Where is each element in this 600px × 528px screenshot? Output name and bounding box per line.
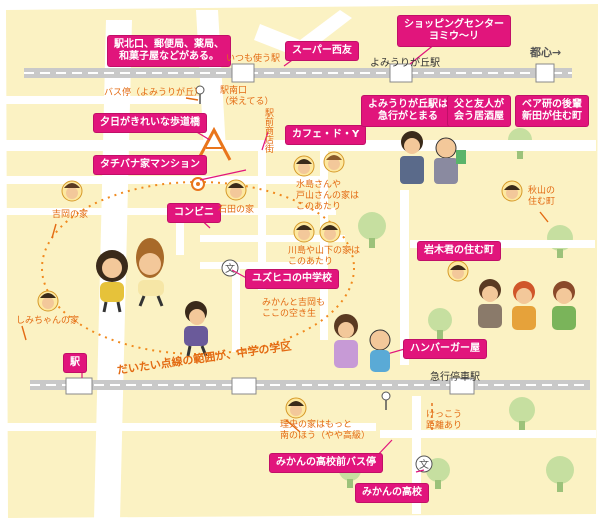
label-beyaken: ベア研の後輩 新田が住む町	[516, 96, 588, 126]
road	[258, 150, 266, 290]
note-bus-stop-yomiuri: バス停（よみうりが丘）	[104, 88, 204, 98]
train-track-icon	[24, 63, 590, 395]
station-building	[449, 377, 475, 395]
label-tachibana-mansion: タチバナ家マンション	[94, 156, 206, 174]
label-station: 駅	[64, 354, 86, 372]
tree-icon	[358, 212, 386, 240]
place-toshin: 都心→	[530, 46, 562, 59]
note-ishida-house: 石田の家	[218, 205, 255, 215]
svg-text:文: 文	[419, 458, 429, 471]
character-icon	[96, 250, 128, 313]
place-yomiuri-station: よみうりが丘駅	[370, 58, 440, 69]
note-shimachan-house: しみちゃんの家	[16, 316, 80, 326]
label-shopping-center: ショッピングセンター ヨミウ〜リ	[398, 16, 510, 46]
note-arrows	[21, 97, 549, 433]
tree-icon	[428, 308, 452, 332]
character-icon	[319, 221, 341, 243]
character-icon	[37, 290, 59, 312]
road	[380, 430, 596, 438]
road	[412, 396, 421, 514]
character-icon	[447, 260, 469, 282]
road	[200, 235, 345, 242]
road	[6, 140, 596, 151]
road	[320, 150, 328, 340]
character-icon	[434, 137, 466, 184]
road	[6, 423, 376, 431]
note-akiyama-town: 秋山の 住む町	[528, 186, 556, 207]
note-kawashima: 川島や山下の家は このあたり	[288, 246, 361, 267]
road	[6, 176, 326, 184]
road	[400, 190, 409, 365]
character-icon	[225, 179, 247, 201]
note-rika-house: 理央の家はもっと 南のほう（やや高級）	[280, 420, 371, 441]
character-icon	[478, 279, 502, 328]
label-iwaki-town: 岩木君の住む町	[418, 242, 500, 260]
character-icon	[334, 314, 358, 368]
note-always-station: いつも使う駅	[226, 54, 281, 64]
school-icon: 文	[221, 259, 239, 277]
note-pretty-far: けっこう 距離あり	[426, 410, 463, 431]
place-express-station: 急行停車駅	[430, 372, 480, 383]
character-icon	[400, 131, 424, 184]
mansion-marker	[191, 177, 205, 191]
label-hamburger: ハンバーガー屋	[404, 340, 486, 358]
main-road	[254, 10, 352, 58]
label-izakaya: 父と友人が 会う居酒屋	[448, 96, 510, 126]
label-cafe: カフェ・ド・Y	[286, 126, 366, 144]
character-icon	[184, 301, 208, 357]
label-mikan-high: みかんの高校	[356, 484, 428, 502]
character-icon	[293, 155, 315, 177]
character-icon-group	[37, 131, 576, 419]
pedestrian-bridge-icon	[196, 126, 232, 161]
character-icon	[285, 397, 307, 419]
note-yoshioka-house: 吉岡の家	[52, 210, 89, 220]
label-super: スーパー西友	[286, 42, 358, 60]
label-bus-stop-school: みかんの高校前バス停	[270, 454, 382, 472]
character-icon	[512, 281, 536, 330]
station-building	[231, 377, 257, 395]
station-building	[535, 63, 555, 83]
character-icon	[136, 238, 164, 307]
note-station-south: 駅南口 （栄えてる）	[220, 86, 274, 107]
school-icon: 文	[415, 455, 433, 473]
road	[410, 240, 595, 248]
note-vacant-lot: みかんと吉岡も ここの空き生	[262, 298, 326, 319]
character-icon	[323, 151, 345, 173]
character-icon	[61, 180, 83, 202]
note-mizushima: 水島さんや 戸山さんの家は このあたり	[296, 180, 360, 212]
tree-icon	[546, 456, 574, 484]
character-icon	[501, 180, 523, 202]
road	[232, 262, 240, 352]
label-station-north: 駅北口、郵便局、薬局、 和菓子屋などがある。	[108, 36, 230, 66]
svg-text:文: 文	[225, 262, 235, 275]
station-building	[389, 63, 413, 83]
road	[176, 215, 184, 255]
station-building	[65, 377, 93, 395]
character-icon	[552, 281, 576, 330]
character-icon	[369, 329, 391, 372]
label-yuzuhiko-school: ユズヒコの中学校	[246, 270, 338, 288]
note-shopping-street: 駅前商店街	[263, 108, 273, 153]
label-yomiuri-express: よみうりが丘駅は 急行がとまる	[362, 96, 454, 126]
character-icon	[293, 221, 315, 243]
label-sunset-bridge: 夕日がきれいな歩道橋	[94, 114, 206, 132]
station-building	[231, 63, 255, 83]
tree-icon	[509, 397, 535, 423]
label-convenience: コンビニ	[168, 204, 220, 222]
bus-stop-icon	[195, 85, 391, 410]
